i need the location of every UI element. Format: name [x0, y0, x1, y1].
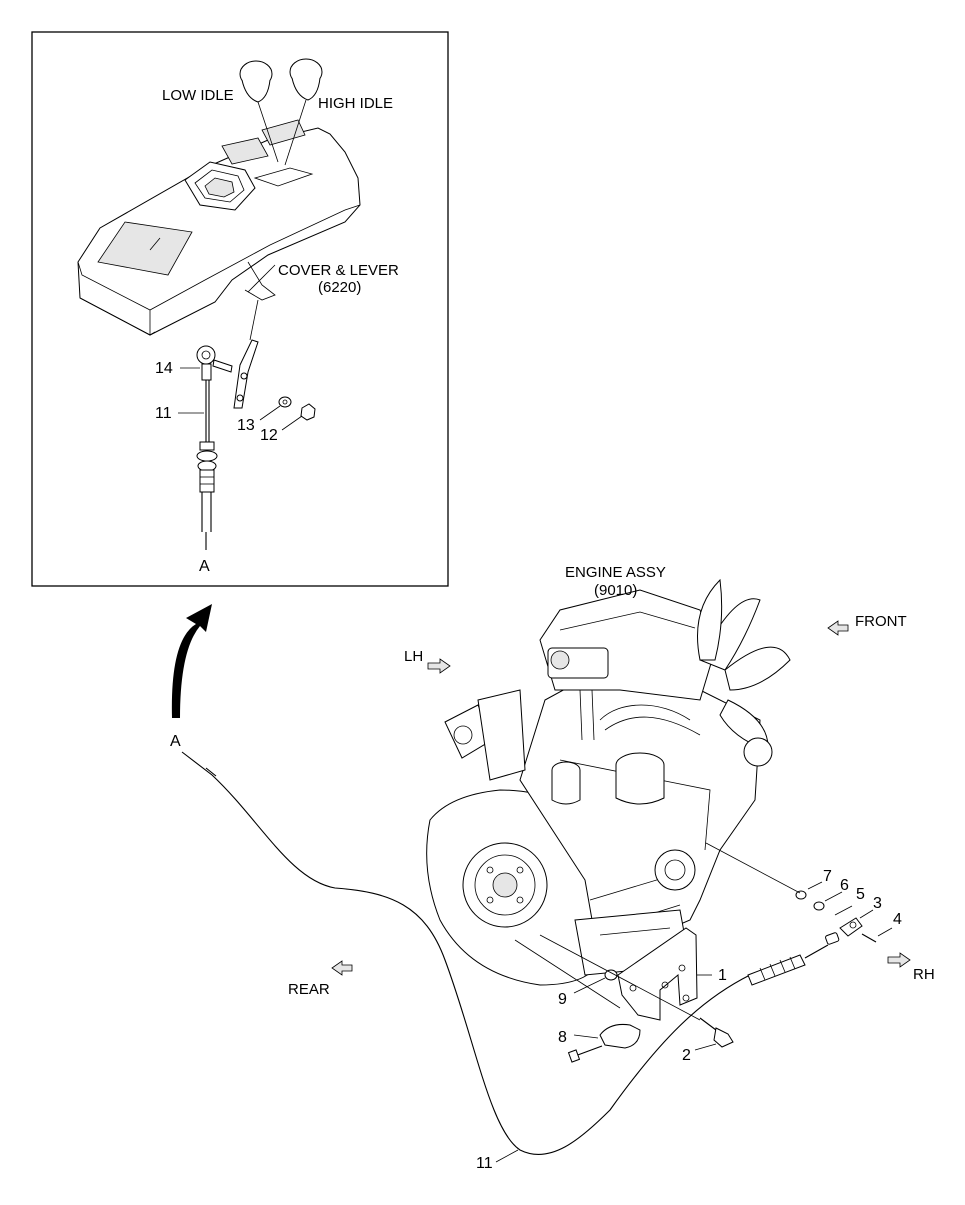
cover-lever-ref: (6220): [318, 279, 361, 296]
cover-lever-label: COVER & LEVER: [278, 262, 399, 279]
rh-label: RH: [913, 966, 935, 983]
rh-direction-arrow-icon: [887, 952, 911, 968]
bracket-1: [617, 927, 698, 1021]
cover-lever-leader: [247, 264, 276, 293]
callout-13: 13: [237, 417, 255, 434]
nut-12: [300, 403, 316, 421]
lever-link-illustration: [233, 299, 259, 409]
callout-5: 5: [856, 886, 865, 903]
rear-direction-arrow-icon: [331, 960, 353, 976]
view-arrow-icon: [171, 604, 212, 718]
callout-9: 9: [558, 991, 567, 1008]
callout-14: 14: [155, 360, 173, 377]
callout-11-main: 11: [476, 1155, 493, 1172]
callout-4: 4: [893, 911, 902, 928]
clamp-8: [567, 1024, 641, 1063]
washer-13: [278, 396, 292, 408]
inset-cable-11: [196, 380, 218, 550]
high-idle-label: HIGH IDLE: [318, 95, 393, 112]
callout-8: 8: [558, 1029, 567, 1046]
high-idle-knob: [284, 58, 323, 166]
nut-7: [795, 890, 807, 900]
throttle-cable-11: [181, 751, 751, 1155]
callout-1: 1: [718, 967, 727, 984]
inset-frame: [31, 31, 449, 587]
cable-end-assembly: [747, 944, 829, 986]
front-direction-arrow-icon: [827, 620, 849, 636]
inset-detail-view: LOW IDLE HIGH IDLE COVER & LEVER (6220): [31, 31, 449, 587]
callout-7: 7: [823, 868, 832, 885]
rear-label: REAR: [288, 981, 330, 998]
engine-assy-label: ENGINE ASSY: [565, 564, 666, 581]
low-idle-label: LOW IDLE: [162, 87, 234, 104]
callout-6: 6: [840, 877, 849, 894]
front-label: FRONT: [855, 613, 907, 630]
callout-11-inset: 11: [155, 405, 172, 422]
bolt-4: [861, 933, 877, 943]
lh-direction-arrow-icon: [427, 658, 451, 674]
bolt-2: [699, 1017, 734, 1048]
callout-2: 2: [682, 1047, 691, 1064]
control-console-illustration: [77, 119, 361, 336]
fitting-5: [825, 932, 840, 945]
engine-assembly-illustration: [426, 578, 791, 986]
callout-3: 3: [873, 895, 882, 912]
washer-6: [813, 901, 825, 911]
lh-label: LH: [404, 648, 423, 665]
inset-section-a: A: [199, 558, 210, 575]
engine-assy-ref: (9010): [594, 582, 637, 599]
washer-9: [604, 969, 618, 981]
low-idle-knob: [239, 60, 279, 163]
callout-12: 12: [260, 427, 278, 444]
main-section-a: A: [170, 733, 181, 750]
